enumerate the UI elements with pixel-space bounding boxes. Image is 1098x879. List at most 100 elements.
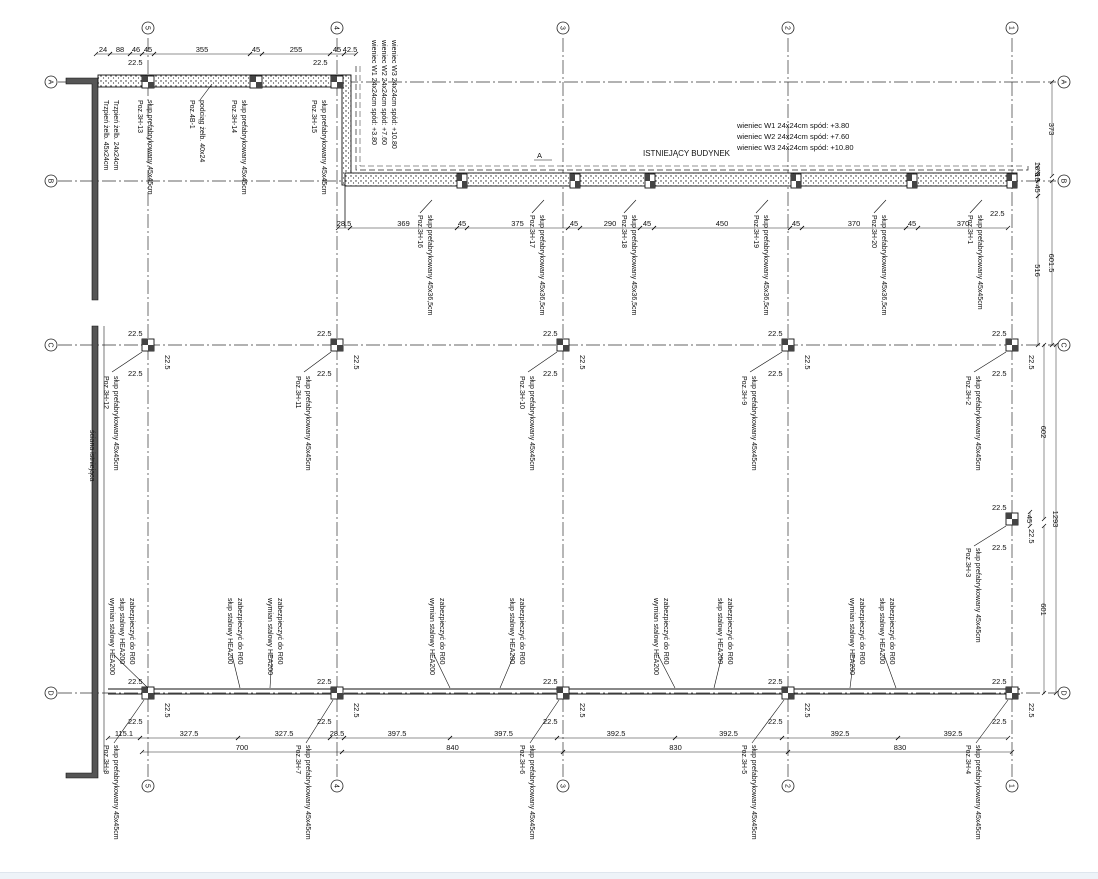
dim-right-tick: [1049, 342, 1055, 348]
dim-right-tick: [1049, 178, 1055, 184]
offset-label: 22.5: [992, 329, 1007, 338]
d-line-note: zabezpieczyć do R60: [236, 598, 243, 665]
offset-label: 22.5: [163, 355, 172, 370]
leader-line: [499, 654, 515, 689]
d-line-note: słup stalowy HEA200: [508, 598, 515, 664]
d-line-note: zabezpieczyć do R60: [276, 598, 283, 665]
dim-d-chain-tick: [1005, 735, 1011, 741]
column-label-row-b: słup prefabrykowany 45x36,5cm: [630, 215, 637, 316]
beam-label: Poz.4B-1: [188, 100, 195, 129]
column-label-row-c: Poz.3H-2: [964, 376, 971, 405]
leader-line: [303, 351, 332, 373]
dim-top-chain-tick: [139, 51, 145, 57]
ring-beam-note-top: wieniec W1 24x24cm spód: +3.80: [370, 39, 377, 145]
dim-d-chain: 327.5: [275, 729, 294, 738]
dim-right-tick: [1027, 523, 1033, 529]
dim-b-chain: 45: [570, 219, 578, 228]
column-row-c-hatch: [563, 345, 569, 351]
column-label-row-d: Poz.3H-6: [518, 745, 525, 774]
dim-d-overall: 830: [894, 743, 907, 752]
dim-d-chain: 392.5: [607, 729, 626, 738]
d-line-note: wymian stalowy HEA200: [428, 597, 435, 675]
column-label-row-c: słup prefabrykowany 45x45cm: [112, 376, 119, 471]
grid-bubble-label: B: [47, 179, 54, 184]
d-line-note: wymian stalowy HEA200: [108, 597, 115, 675]
dim-d-chain-tick: [235, 735, 241, 741]
offset-label: 22.5: [543, 329, 558, 338]
dim-right: 18.5: [1033, 162, 1042, 177]
dim-right: 373: [1047, 123, 1056, 136]
dim-b-chain-tick: [637, 225, 643, 231]
grid-bubble: [1057, 686, 1071, 700]
offset-label: 22.5: [992, 717, 1007, 726]
grid-bubble: [556, 21, 570, 35]
grid-bubble: [44, 75, 58, 89]
grid-bubble-label: 3: [559, 784, 566, 788]
dim-b-chain: 45: [792, 219, 800, 228]
wall-label: ściana istniejąca: [88, 430, 95, 481]
column-label-row-b: słup prefabrykowany 45x36,5cm: [880, 215, 887, 316]
dim-d-chain: 392.5: [831, 729, 850, 738]
leader-line: [973, 351, 1007, 373]
offset-label: 22.5: [317, 329, 332, 338]
column-label-row-c: Poz.3H-9: [740, 376, 747, 405]
offset-label: 22.5: [1027, 703, 1036, 718]
offset-label: 22.5: [992, 503, 1007, 512]
dim-top-chain-tick: [107, 51, 113, 57]
dim-b-chain: 375: [511, 219, 524, 228]
dim-right: 601.5: [1047, 254, 1056, 273]
leader-line: [969, 199, 983, 214]
dim-d-chain-tick: [779, 735, 785, 741]
column-label-row-c: Poz.3H-12: [102, 376, 109, 409]
offset-label: 22.5: [1027, 529, 1036, 544]
column-row-b-hatch: [650, 181, 655, 188]
column-row-d-hatch: [788, 693, 794, 699]
dim-right-tick: [1041, 690, 1047, 696]
offset-label: 22.5: [578, 355, 587, 370]
offset-label: 22.5: [992, 543, 1007, 552]
grid-bubble-label: 2: [784, 26, 791, 30]
dim-d-chain: 392.5: [944, 729, 963, 738]
leader-line: [755, 199, 769, 214]
dim-d-overall-tick: [139, 749, 145, 755]
dim-right-tick: [1041, 523, 1047, 529]
column-row-a-hatch: [256, 82, 262, 88]
grid-bubble: [44, 174, 58, 188]
dim-right-tick: [1049, 79, 1055, 85]
offset-label: 22.5: [313, 58, 328, 67]
leader-line: [529, 699, 560, 744]
column-row-b-hatch: [1007, 174, 1012, 181]
column-row-c-hatch: [142, 339, 148, 345]
column-row-c-hatch: [331, 339, 337, 345]
grid-bubble: [141, 779, 155, 793]
dim-d-chain: 115.1: [115, 729, 133, 738]
leader-line: [111, 351, 143, 373]
dim-b-chain: 290: [604, 219, 617, 228]
column-mid-hatch: [1006, 513, 1012, 519]
column-label-row-b: słup prefabrykowany 45x36,5cm: [538, 215, 545, 316]
column-label-row-a: słup prefabrykowany 45x45cm: [240, 100, 247, 195]
offset-label: 22.5: [803, 703, 812, 718]
offset-label: 22.5: [163, 703, 172, 718]
leader-line: [849, 654, 855, 689]
grid-bubble-label: 4: [333, 26, 340, 30]
offset-label: 22.5: [992, 369, 1007, 378]
dim-top-chain-tick: [259, 51, 265, 57]
dim-top-chain: 45: [252, 45, 260, 54]
leader-line: [713, 654, 723, 689]
column-row-b-hatch: [912, 181, 917, 188]
offset-label: 22.5: [317, 369, 332, 378]
column-row-d-hatch: [1012, 693, 1018, 699]
existing-wall-lower: [65, 325, 99, 779]
dim-b-chain-tick: [565, 225, 571, 231]
offset-label: 22.5: [352, 703, 361, 718]
column-label-row-b: słup prefabrykowany 45x45cm: [976, 215, 983, 310]
dim-d-chain-tick: [341, 735, 347, 741]
offset-label: 22.5: [317, 717, 332, 726]
dim-right: 601: [1039, 603, 1048, 616]
dim-d-overall-tick: [560, 749, 566, 755]
column-label-row-b: Poz.3H-18: [620, 215, 627, 248]
grid-bubble: [1005, 21, 1019, 35]
dim-right-tick: [1035, 169, 1041, 175]
column-label-row-b: Poz.3H-20: [870, 215, 877, 248]
